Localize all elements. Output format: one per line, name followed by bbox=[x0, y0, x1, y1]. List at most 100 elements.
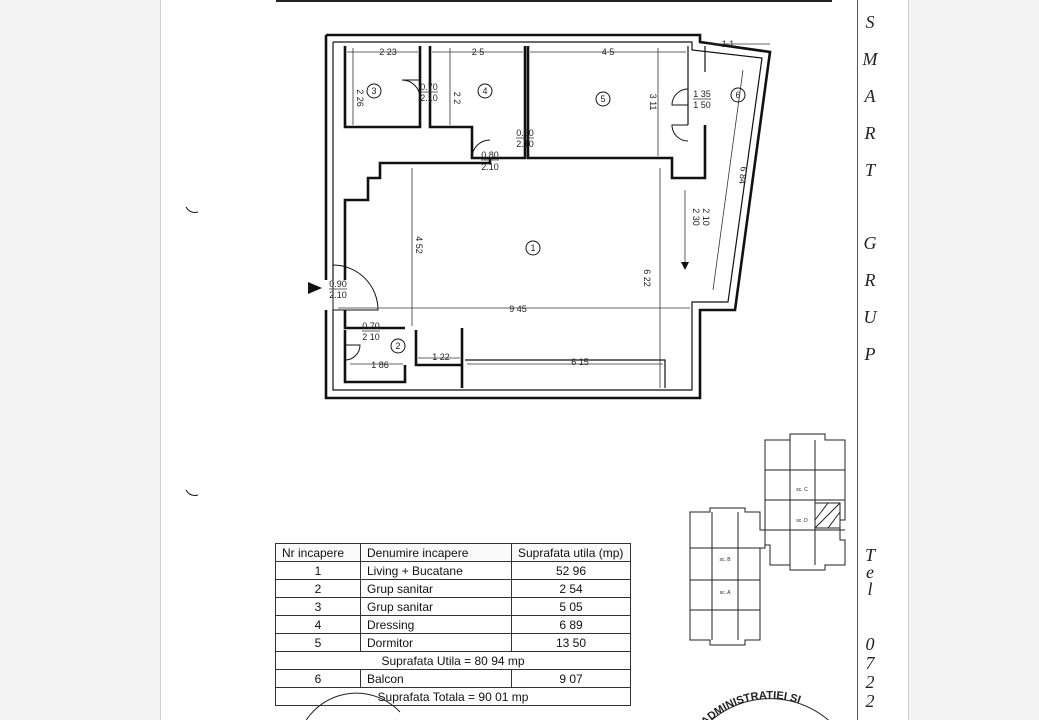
cell-name: Living + Bucatane bbox=[360, 561, 512, 580]
margin-mark-2 bbox=[185, 489, 199, 496]
cell-name: Dressing bbox=[360, 615, 512, 634]
tel-letter: T bbox=[864, 545, 875, 565]
cell-area: 52 96 bbox=[511, 561, 631, 580]
dim-622: 6 22 bbox=[642, 269, 652, 287]
brand-letter: P bbox=[864, 344, 876, 364]
door-135-w: 1 35 bbox=[693, 89, 711, 99]
wall-room5 bbox=[526, 46, 707, 180]
door-230-w: 2 30 bbox=[691, 208, 701, 226]
outer-wall bbox=[324, 33, 772, 400]
door-090-h: 2.10 bbox=[329, 290, 347, 300]
subtotal-row: Suprafata Utila = 80 94 mp bbox=[275, 651, 631, 670]
dim-22: 2 2 bbox=[452, 92, 462, 105]
table-row: 1 Living + Bucatane 52 96 bbox=[275, 561, 631, 580]
door-090-w: 0.90 bbox=[329, 279, 347, 289]
cell-area: 5 05 bbox=[511, 597, 631, 616]
outer-wall-inner bbox=[332, 41, 763, 391]
wall-room4 bbox=[428, 46, 527, 160]
svg-text:1: 1 bbox=[530, 243, 535, 253]
dim-226: 2 26 bbox=[355, 89, 365, 107]
brand-letter: G bbox=[863, 233, 877, 253]
table-row: 5 Dormitor 13 50 bbox=[275, 633, 631, 652]
table-row: 2 Grup sanitar 2 54 bbox=[275, 579, 631, 598]
table-row: 3 Grup sanitar 5 05 bbox=[275, 597, 631, 616]
door-070b-w: 0.70 bbox=[362, 321, 380, 331]
door-swing-entry bbox=[332, 264, 379, 311]
wall-room2 bbox=[343, 328, 464, 388]
cell-nr: 5 bbox=[275, 633, 361, 652]
room-marker-3: 3 bbox=[366, 83, 382, 99]
dim-45: 4 5 bbox=[602, 47, 615, 57]
brand-letter: U bbox=[863, 307, 877, 327]
dim-186: 1 86 bbox=[371, 360, 389, 370]
table-header-row: Nr incapere Denumire incapere Suprafata … bbox=[275, 543, 631, 562]
partition-bottom bbox=[465, 359, 666, 388]
area-table: Nr incapere Denumire incapere Suprafata … bbox=[275, 543, 631, 706]
room-marker-5: 5 bbox=[595, 91, 611, 107]
svg-text:6: 6 bbox=[735, 90, 740, 100]
door-070b-h: 2 10 bbox=[362, 332, 380, 342]
sheet-top-border bbox=[276, 0, 832, 2]
brand-divider bbox=[857, 0, 858, 720]
svg-text:3: 3 bbox=[371, 86, 376, 96]
door-swing-3 bbox=[401, 79, 421, 99]
brand-letter: R bbox=[864, 123, 876, 143]
cell-area: 2 54 bbox=[511, 579, 631, 598]
tel-letter: l bbox=[867, 579, 873, 599]
stamp-arc-path bbox=[710, 698, 830, 720]
door-080a-w: 0.80 bbox=[516, 128, 534, 138]
dim-945: 9 45 bbox=[509, 304, 527, 314]
phone-digit: 2 bbox=[865, 691, 875, 711]
room-marker-4: 4 bbox=[477, 83, 493, 99]
door-080b-h: 2.10 bbox=[481, 162, 499, 172]
brand-letter: M bbox=[862, 49, 878, 69]
room-marker-1: 1 bbox=[525, 240, 541, 256]
door-080a-h: 2.10 bbox=[516, 139, 534, 149]
cell-nr: 2 bbox=[275, 579, 361, 598]
wall-room3 bbox=[343, 46, 422, 129]
tel-letter: e bbox=[866, 562, 874, 582]
door-230-h: 2 10 bbox=[701, 208, 711, 226]
cell-name: Dormitor bbox=[360, 633, 512, 652]
dim-684: 6 84 bbox=[737, 166, 749, 184]
subtotal-cell: Suprafata Utila = 80 94 mp bbox=[275, 651, 631, 670]
dim-11: 1 1 bbox=[722, 39, 735, 49]
site-label-d: sc. D bbox=[796, 518, 808, 524]
table-row: 6 Balcon 9 07 bbox=[275, 669, 631, 688]
balcony-arrow-icon bbox=[681, 262, 689, 270]
site-label-b: sc. B bbox=[719, 557, 731, 563]
brand-letter: A bbox=[864, 86, 876, 106]
site-label-a: sc. A bbox=[720, 590, 732, 596]
door-135-h: 1 50 bbox=[693, 100, 711, 110]
entry-arrow-icon bbox=[308, 282, 322, 294]
door-swing-2 bbox=[344, 344, 361, 361]
cell-nr: 6 bbox=[275, 669, 361, 688]
dim-122: 1 22 bbox=[432, 352, 450, 362]
brand-letter: S bbox=[865, 12, 875, 32]
cell-name: Grup sanitar bbox=[360, 597, 512, 616]
svg-text:2: 2 bbox=[395, 341, 400, 351]
cell-nr: 1 bbox=[275, 561, 361, 580]
cell-nr: 3 bbox=[275, 597, 361, 616]
phone-digit: 7 bbox=[865, 653, 875, 673]
living-stepped-wall bbox=[343, 158, 492, 330]
cell-name: Grup sanitar bbox=[360, 579, 512, 598]
header-name: Denumire incapere bbox=[360, 543, 512, 562]
dim-25: 2 5 bbox=[472, 47, 485, 57]
site-plan bbox=[689, 433, 846, 646]
door-swing-living bbox=[471, 139, 491, 159]
door-swing-5 bbox=[671, 88, 689, 106]
door-080b-w: 0.80 bbox=[481, 150, 499, 160]
door-070a-w: 0.70 bbox=[420, 82, 438, 92]
header-area: Suprafata utila (mp) bbox=[511, 543, 631, 562]
dim-223: 2 23 bbox=[379, 47, 397, 57]
cell-area: 6 89 bbox=[511, 615, 631, 634]
room-marker-2: 2 bbox=[390, 338, 406, 354]
total-cell: Suprafata Totala = 90 01 mp bbox=[275, 687, 631, 706]
cell-name: Balcon bbox=[360, 669, 512, 688]
dim-452: 4 52 bbox=[414, 236, 424, 254]
phone-digit: 2 bbox=[865, 672, 875, 692]
dim-615: 6 15 bbox=[571, 357, 589, 367]
